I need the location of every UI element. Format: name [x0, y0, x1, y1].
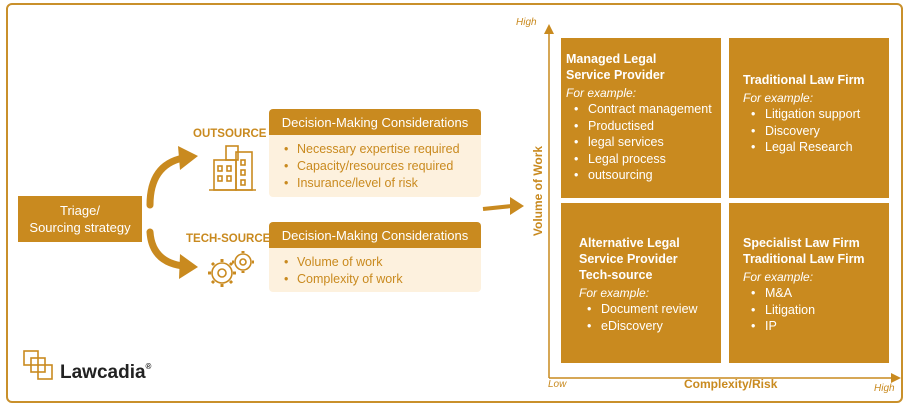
example-item-continued: legal services [574, 134, 721, 151]
y-axis-arrowhead [544, 24, 554, 34]
quadrant-top-right: Traditional Law Firm For example: Litiga… [729, 38, 889, 198]
triage-line-1: Triage/ [60, 203, 100, 218]
example-item: Legal Research [751, 139, 889, 156]
x-axis-high-label: High [874, 383, 895, 394]
outsource-item: Necessary expertise required [284, 141, 481, 158]
example-item: Litigation support [751, 106, 889, 123]
lawcadia-logo-text: Lawcadia® [60, 362, 151, 384]
arrow-to-matrix-head [510, 197, 524, 215]
techsource-label: TECH-SOURCE [186, 233, 271, 245]
gears-icon [208, 251, 254, 287]
techsource-considerations: Volume of work Complexity of work [269, 248, 481, 292]
example-item-continued: outsourcing [574, 167, 721, 184]
arrow-to-outsource-head [178, 146, 198, 170]
x-axis-arrowhead [891, 373, 901, 383]
example-item: Contract management [574, 101, 721, 118]
logo-registered-mark: ® [145, 362, 152, 371]
example-item: M&A [751, 285, 889, 302]
arrow-to-techsource [146, 228, 187, 270]
example-item: Document review [587, 301, 721, 318]
triage-line-2: Sourcing strategy [29, 220, 131, 235]
arrow-to-techsource-head [179, 254, 198, 279]
quadrant-top-left: Managed Legal Service Provider For examp… [561, 38, 721, 198]
quadrant-title: Traditional Law Firm [743, 252, 865, 266]
quadrant-bottom-right: Specialist Law Firm Traditional Law Firm… [729, 203, 889, 363]
techsource-item: Complexity of work [284, 271, 481, 288]
example-label: For example: [743, 91, 814, 105]
example-label: For example: [579, 286, 650, 300]
example-item-continued-text: legal services [588, 135, 664, 149]
example-item: Discovery [751, 123, 889, 140]
example-label: For example: [566, 86, 637, 100]
outsource-heading: Decision-Making Considerations [269, 109, 481, 135]
arrow-to-matrix [482, 204, 513, 211]
example-item: Legal process [574, 151, 721, 168]
y-axis-high-label: High [516, 17, 537, 28]
example-item-continued-text: outsourcing [588, 168, 653, 182]
outsource-item: Insurance/level of risk [284, 175, 481, 192]
lawcadia-logo-mark [23, 350, 53, 380]
x-axis-title: Complexity/Risk [684, 377, 778, 391]
quadrant-title: Specialist Law Firm [743, 236, 860, 250]
example-item: Productised [574, 118, 721, 135]
quadrant-title: Tech-source [579, 268, 653, 282]
quadrant-bottom-left: Alternative Legal Service Provider Tech-… [561, 203, 721, 363]
quadrant-title: Traditional Law Firm [743, 73, 865, 87]
quadrant-title: Service Provider [566, 68, 665, 82]
diagram-frame [6, 3, 903, 403]
arrow-to-outsource [146, 154, 187, 209]
y-axis-title: Volume of Work [531, 145, 545, 237]
techsource-heading: Decision-Making Considerations [269, 222, 481, 248]
outsource-considerations: Necessary expertise required Capacity/re… [269, 135, 481, 197]
outsource-item: Capacity/resources required [284, 158, 481, 175]
building-icon [209, 145, 256, 191]
techsource-item: Volume of work [284, 254, 481, 271]
logo-wordmark: Lawcadia [60, 362, 146, 383]
x-axis-low-label: Low [548, 379, 567, 390]
example-item: Litigation [751, 302, 889, 319]
triage-box: Triage/ Sourcing strategy [18, 196, 142, 242]
example-item: eDiscovery [587, 318, 721, 335]
example-label: For example: [743, 270, 814, 284]
quadrant-title: Alternative Legal [579, 236, 680, 250]
example-item: IP [751, 318, 889, 335]
quadrant-title: Service Provider [579, 252, 678, 266]
outsource-label: OUTSOURCE [193, 128, 267, 140]
quadrant-title: Managed Legal [566, 52, 657, 66]
